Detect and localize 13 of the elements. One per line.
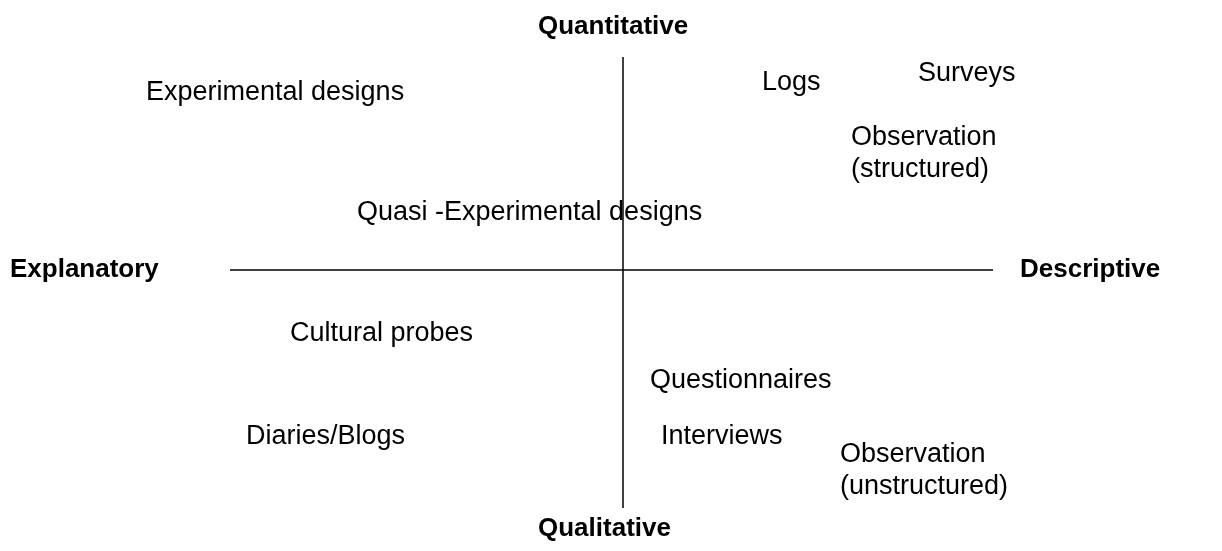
method-label: Interviews <box>661 419 783 452</box>
method-label: Cultural probes <box>290 316 474 349</box>
method-label: Observation (structured) <box>851 120 998 185</box>
method-label: Questionnaires <box>650 363 832 396</box>
axis-label: Descriptive <box>1020 253 1161 285</box>
axis-label: Explanatory <box>10 253 159 285</box>
method-label: Diaries/Blogs <box>246 419 406 452</box>
method-label: Experimental designs <box>146 75 405 108</box>
axis-label: Quantitative <box>538 10 689 42</box>
method-label: Observation (unstructured) <box>840 437 1010 502</box>
method-label: Surveys <box>918 56 1016 89</box>
method-label: Logs <box>762 65 821 98</box>
axis-label: Qualitative <box>538 512 671 544</box>
